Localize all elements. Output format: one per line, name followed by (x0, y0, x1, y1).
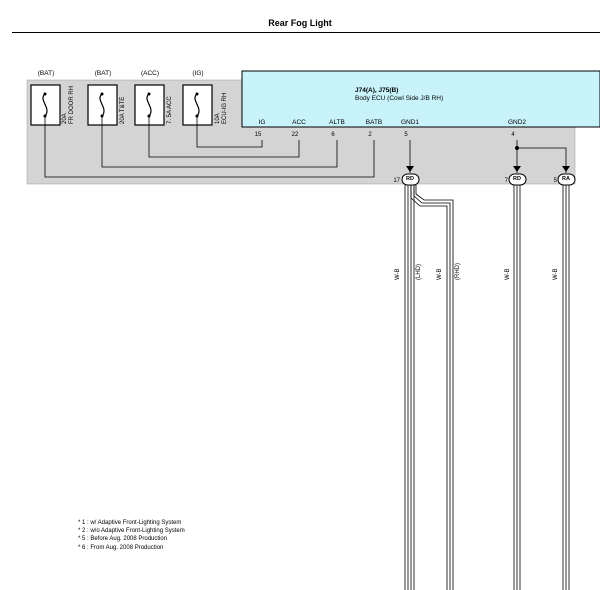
ecu-connector-title: J74(A), J75(B) (355, 87, 399, 94)
ecu-pin-number: 22 (291, 132, 299, 138)
fuse-rating: 10A (215, 113, 221, 124)
wire-color-label: W-B (437, 268, 443, 280)
wire-color-label: W-B (553, 268, 559, 280)
ecu-pin-label: IG (258, 119, 266, 126)
ecu-pin-label: ACC (292, 119, 306, 126)
body-ecu-box (241, 70, 600, 128)
footnote: * 1 : w/ Adaptive Front-Lighting System (78, 520, 182, 526)
internal-wiring (44, 116, 567, 178)
harness-ra (562, 185, 570, 590)
fuse-acc (134, 84, 165, 126)
ground-point-code: RD (406, 176, 414, 182)
wire-variant-label: (LHD) (416, 264, 422, 280)
splice-point (515, 146, 519, 150)
connector-pin-number: 17 (393, 178, 400, 184)
ecu-pin-number: 2 (368, 132, 372, 138)
fuse-rating: 7. 5A ACC (167, 96, 173, 124)
ecu-pin-label: BATB (365, 119, 383, 126)
footnote: * 5 : Before Aug. 2008 Production (78, 536, 168, 543)
ecu-pin-label: GND1 (400, 119, 420, 126)
fuse-name: FR DOOR RH (69, 86, 75, 124)
wire-color-label: W-B (505, 268, 511, 280)
ecu-pin-label: GND2 (507, 119, 527, 126)
ecu-pin-number: 15 (254, 132, 262, 138)
ground-point-code: RD (513, 176, 521, 182)
footnote: * 2 : w/o Adaptive Front-Lighting System (78, 528, 185, 535)
harness-gnd1 (404, 185, 454, 590)
connector-pin-number: 5 (553, 178, 557, 184)
ground-arrows (406, 166, 570, 172)
ground-point-code: RA (562, 176, 570, 182)
ecu-pin-number: 6 (331, 132, 335, 138)
fuse-supply-label: (BAT) (37, 70, 55, 77)
fuse-supply-label: (ACC) (140, 70, 160, 77)
harness-gnd2 (513, 185, 521, 590)
ecu-pin-number: 5 (404, 132, 408, 138)
fuse-ecu-ig-rh (182, 84, 213, 126)
ecu-pin-label: ALTB (329, 119, 345, 126)
connector-pin-number: 7 (504, 178, 508, 184)
fuse-fr-door-rh (30, 84, 61, 126)
wire-variant-label: (RHD) (455, 263, 461, 280)
fuse-supply-label: (IG) (192, 70, 204, 77)
wire-color-label: W-B (395, 268, 401, 280)
ecu-pin-number: 4 (511, 132, 515, 138)
title-divider (12, 32, 600, 33)
ground-connectors (401, 173, 576, 186)
fuse-rating: 20A T&TE (120, 96, 126, 124)
page-title: Rear Fog Light (268, 18, 332, 28)
fuse-rating: 20A (62, 113, 68, 124)
footnote: * 6 : From Aug. 2008 Production (78, 544, 164, 551)
ecu-name: Body ECU (Cowl Side J/B RH) (355, 95, 444, 102)
fuse-tail-te (87, 84, 118, 126)
fuse-name: ECU-IG RH (222, 92, 228, 124)
footnotes: * 1 : w/ Adaptive Front-Lighting System … (78, 519, 185, 552)
fuse-supply-label: (BAT) (94, 70, 112, 77)
